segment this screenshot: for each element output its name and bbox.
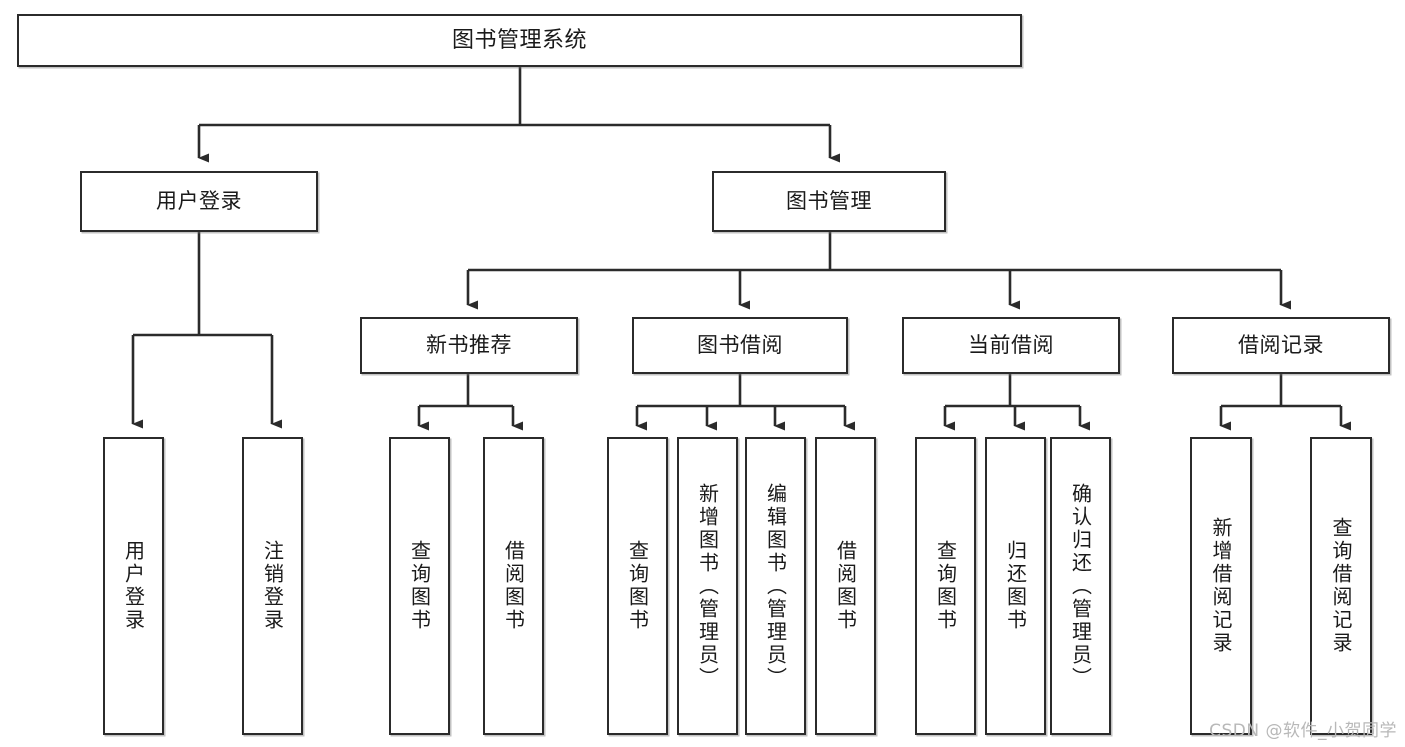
node-label: 确认归还（管理员） bbox=[1068, 482, 1093, 690]
node-label: 借阅图书 bbox=[833, 540, 858, 632]
node-leaf-query-book-borrow[interactable]: 查询图书 bbox=[607, 437, 668, 735]
node-label: 当前借阅 bbox=[968, 333, 1054, 358]
node-label: 查询图书 bbox=[933, 540, 958, 632]
node-label: 借阅图书 bbox=[501, 540, 526, 632]
watermark: CSDN @软件_小贺同学 bbox=[1209, 721, 1397, 741]
node-leaf-add-borrow-record[interactable]: 新增借阅记录 bbox=[1190, 437, 1252, 735]
node-label: 新书推荐 bbox=[426, 333, 512, 358]
node-label: 查询图书 bbox=[407, 540, 432, 632]
node-label: 借阅记录 bbox=[1238, 333, 1324, 358]
node-label: 图书管理 bbox=[786, 189, 872, 214]
node-label: 注销登录 bbox=[260, 540, 285, 632]
node-leaf-borrow-book-recommend[interactable]: 借阅图书 bbox=[483, 437, 544, 735]
node-label: 归还图书 bbox=[1003, 540, 1028, 632]
node-label: 新增图书（管理员） bbox=[695, 482, 720, 690]
node-book-borrow[interactable]: 图书借阅 bbox=[632, 317, 848, 374]
node-label: 新增借阅记录 bbox=[1209, 517, 1233, 655]
node-leaf-return-book[interactable]: 归还图书 bbox=[985, 437, 1046, 735]
node-label: 编辑图书（管理员） bbox=[763, 482, 788, 690]
node-leaf-user-login[interactable]: 用户登录 bbox=[103, 437, 164, 735]
node-book-management[interactable]: 图书管理 bbox=[712, 171, 946, 232]
node-user-login[interactable]: 用户登录 bbox=[80, 171, 318, 232]
node-label: 图书管理系统 bbox=[451, 27, 587, 53]
node-label: 用户登录 bbox=[156, 189, 242, 214]
node-leaf-query-book-recommend[interactable]: 查询图书 bbox=[389, 437, 450, 735]
node-leaf-logout[interactable]: 注销登录 bbox=[242, 437, 303, 735]
node-label: 用户登录 bbox=[121, 540, 146, 632]
node-label: 查询借阅记录 bbox=[1329, 517, 1353, 655]
node-leaf-query-book-current[interactable]: 查询图书 bbox=[915, 437, 976, 735]
node-new-book-recommend[interactable]: 新书推荐 bbox=[360, 317, 578, 374]
node-leaf-confirm-return-admin[interactable]: 确认归还（管理员） bbox=[1050, 437, 1111, 735]
node-root-book-management-system[interactable]: 图书管理系统 bbox=[17, 14, 1022, 67]
node-leaf-borrow-book[interactable]: 借阅图书 bbox=[815, 437, 876, 735]
node-label: 查询图书 bbox=[625, 540, 650, 632]
node-leaf-query-borrow-record[interactable]: 查询借阅记录 bbox=[1310, 437, 1372, 735]
node-borrow-record[interactable]: 借阅记录 bbox=[1172, 317, 1390, 374]
node-label: 图书借阅 bbox=[697, 333, 783, 358]
node-current-borrow[interactable]: 当前借阅 bbox=[902, 317, 1120, 374]
node-leaf-edit-book-admin[interactable]: 编辑图书（管理员） bbox=[745, 437, 806, 735]
node-leaf-add-book-admin[interactable]: 新增图书（管理员） bbox=[677, 437, 738, 735]
